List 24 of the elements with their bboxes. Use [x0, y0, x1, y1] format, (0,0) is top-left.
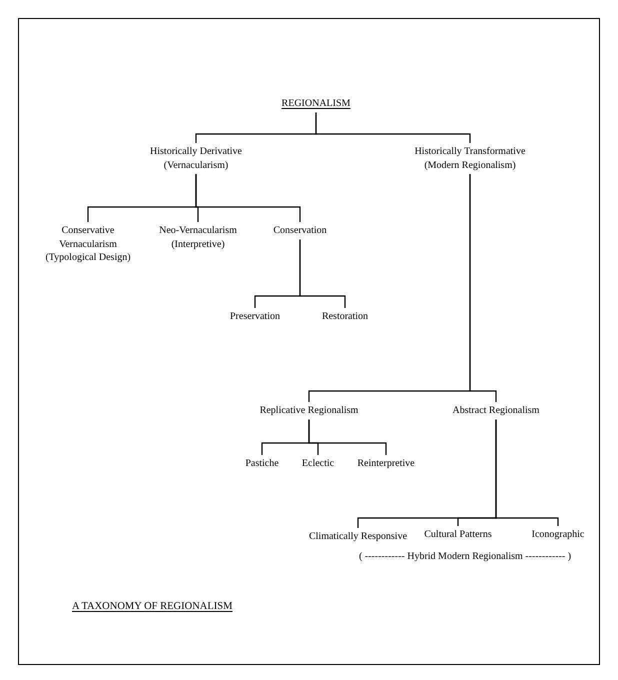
taxonomy-term: Abstract Regionalism — [452, 404, 540, 418]
taxonomy-term: Preservation — [230, 310, 280, 324]
tree-connector — [315, 112, 471, 143]
taxonomy-term: Iconographic — [532, 528, 584, 542]
taxonomy-term: Restoration — [322, 310, 368, 324]
tree-connector — [299, 240, 346, 308]
taxonomy-term: Conservation — [273, 224, 327, 238]
taxonomy-term: Conservative Vernacularism (Typological Design) — [44, 224, 132, 264]
taxonomy-term: Neo-Vernacularism (Interpretive) — [158, 224, 238, 251]
tree-connector — [308, 420, 387, 455]
tree-connector — [469, 174, 497, 402]
taxonomy-term: Pastiche — [245, 457, 279, 470]
taxonomy-term: Eclectic — [302, 457, 334, 470]
figure-caption: A TAXONOMY OF REGIONALISM — [72, 600, 232, 614]
taxonomy-term: Reinterpretive — [357, 457, 415, 470]
taxonomy-term: Climatically Responsive — [308, 530, 408, 544]
taxonomy-term: Historically Derivative (Vernacularism) — [149, 145, 243, 172]
taxonomy-term: Historically Transformative (Modern Regionalism) — [414, 145, 526, 172]
taxonomy-term: Replicative Regionalism — [260, 404, 358, 418]
tree-connector — [495, 420, 559, 526]
taxonomy-term: REGIONALISM — [282, 97, 350, 110]
group-note: ( ------------ Hybrid Modern Regionalism ------------ ) — [358, 550, 572, 564]
taxonomy-term: Cultural Patterns — [424, 528, 492, 542]
tree-connector — [195, 174, 301, 222]
